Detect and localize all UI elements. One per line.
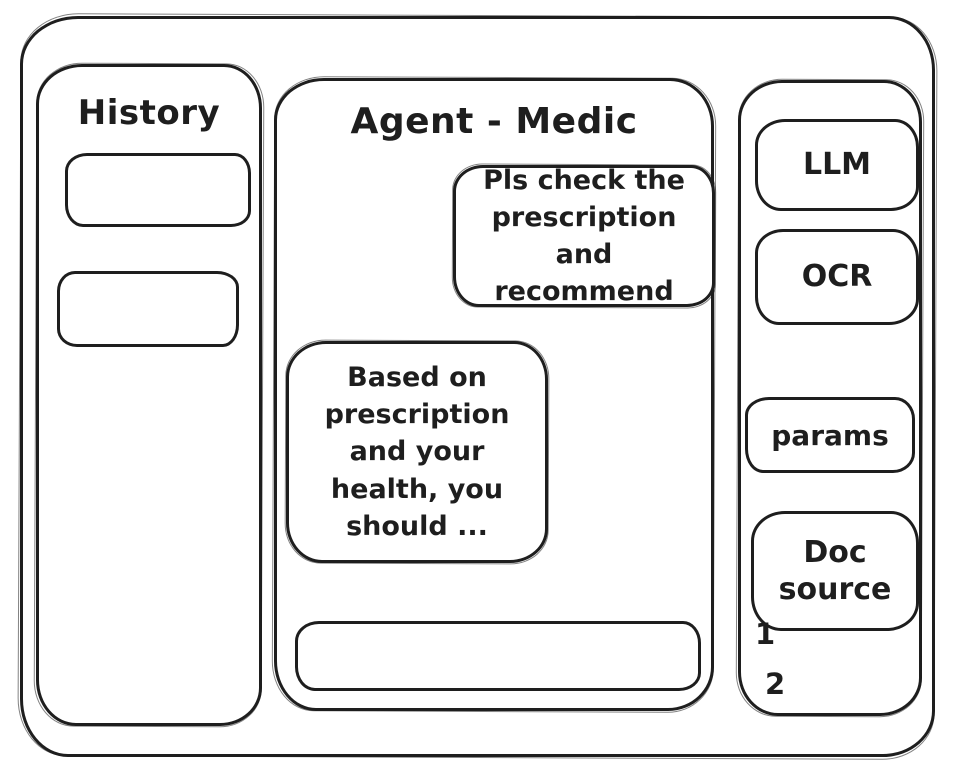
agent-message-text: Based on prescription and your health, y… xyxy=(324,361,510,542)
chat-panel: Agent - Medic Pls check the prescription… xyxy=(274,78,715,711)
history-item[interactable] xyxy=(65,153,251,227)
params-button[interactable]: params xyxy=(745,397,915,473)
ocr-button-label: OCR xyxy=(801,259,873,295)
history-item[interactable] xyxy=(57,271,239,347)
user-message-bubble: Pls check the prescription and recommend xyxy=(453,165,715,307)
params-button-label: params xyxy=(771,418,889,452)
ocr-button[interactable]: OCR xyxy=(755,229,919,325)
user-message-text: Pls check the prescription and recommend xyxy=(483,164,685,308)
history-panel: History xyxy=(36,64,262,726)
history-panel-title: History xyxy=(77,93,221,133)
message-input[interactable] xyxy=(295,621,701,691)
doc-source-button-label: Doc source xyxy=(778,534,892,608)
agent-message-bubble: Based on prescription and your health, y… xyxy=(286,341,548,563)
doc-source-item[interactable]: 2 xyxy=(765,667,786,701)
doc-source-item[interactable]: 1 xyxy=(755,617,776,651)
tools-panel: LLM OCR params Doc source 1 2 xyxy=(738,80,922,716)
llm-button-label: LLM xyxy=(802,147,872,183)
chat-panel-title: Agent - Medic xyxy=(350,101,638,142)
llm-button[interactable]: LLM xyxy=(755,119,919,211)
doc-source-button[interactable]: Doc source xyxy=(751,511,919,631)
